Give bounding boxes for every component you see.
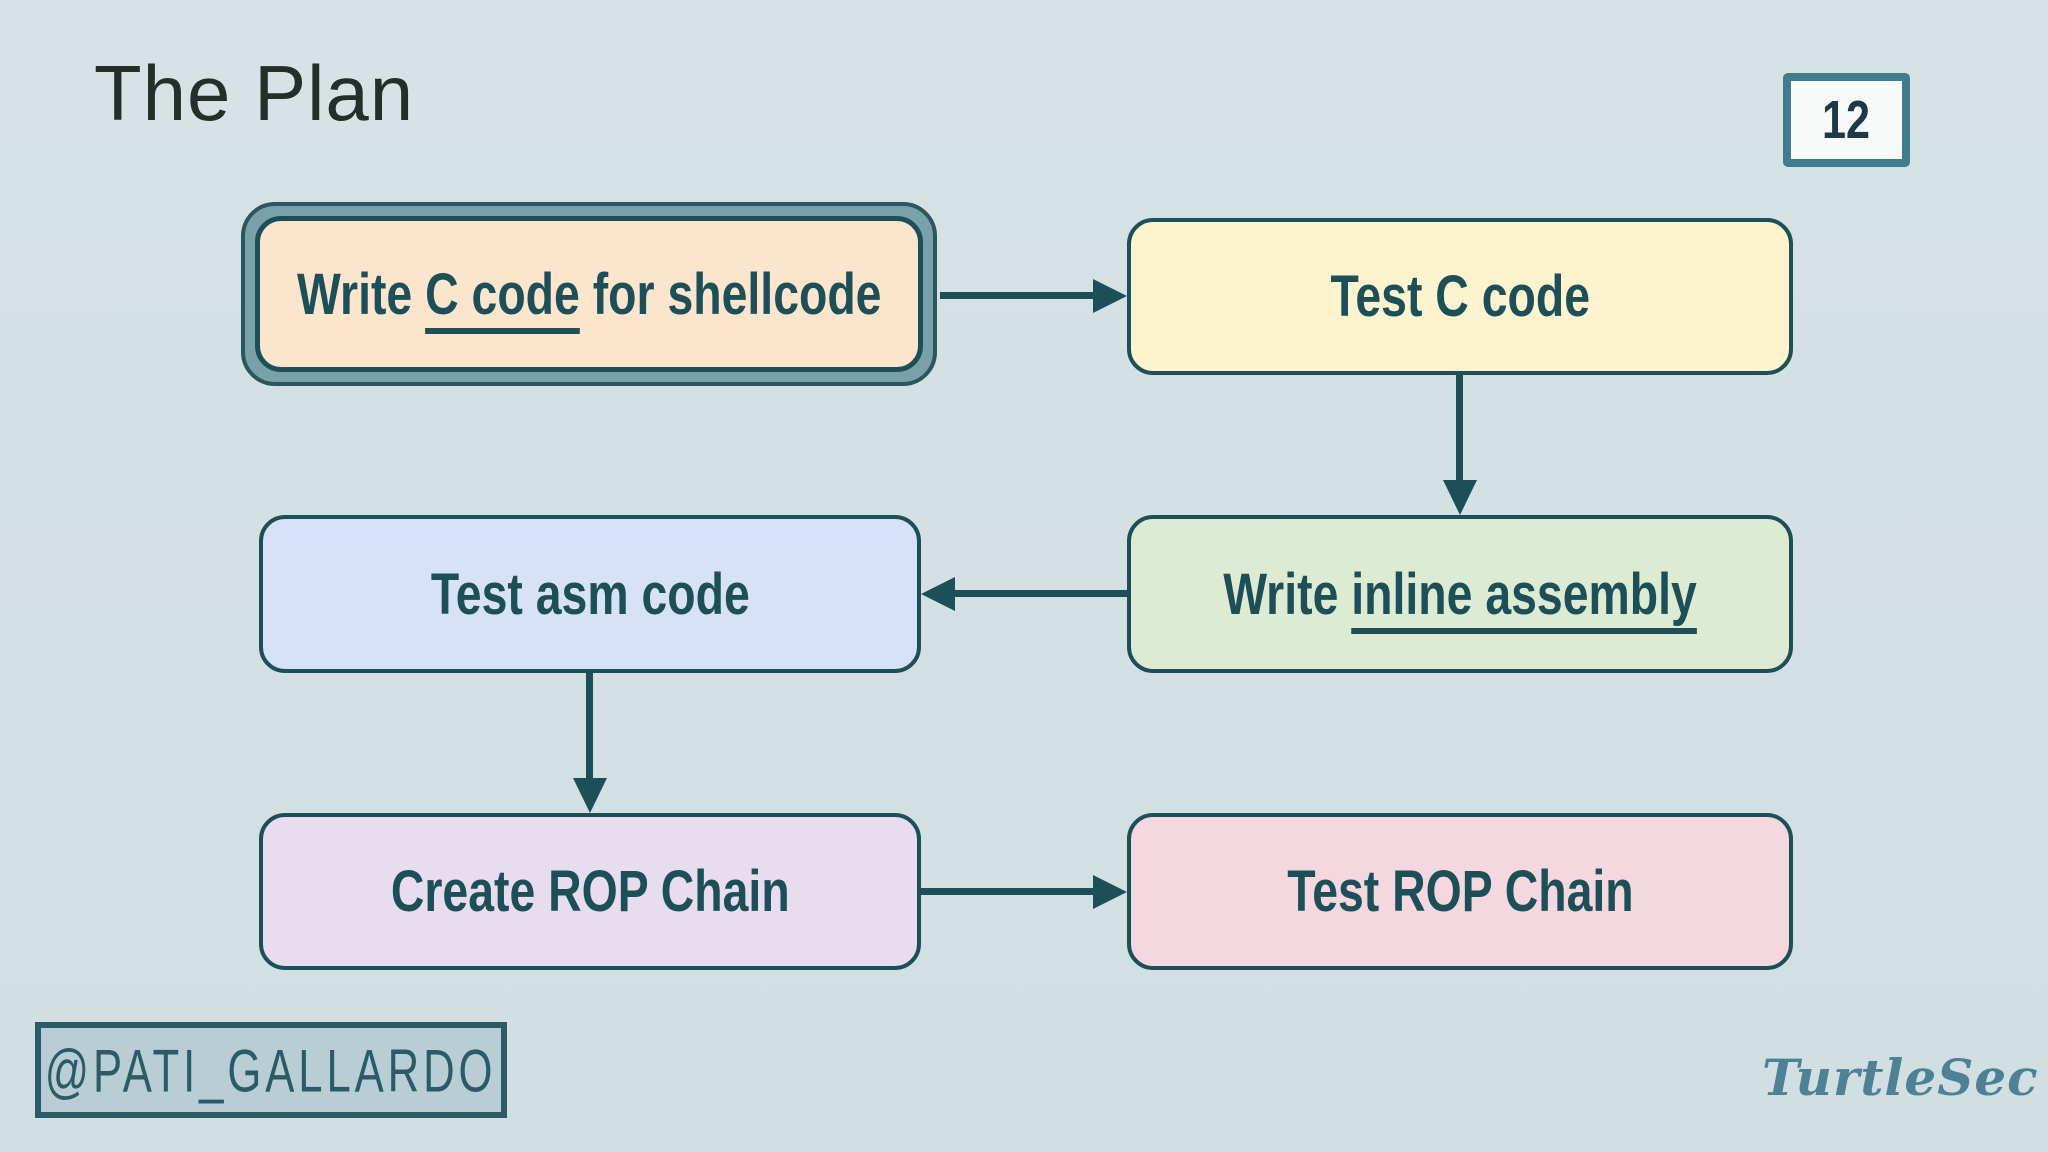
label-prefix: Test C code [1330,264,1590,329]
author-handle: @PATI_GALLARDO [45,1035,497,1105]
flow-node-test-rop-chain: Test ROP Chain [1127,813,1793,970]
label-suffix: for shellcode [579,261,882,327]
turtlesec-logo: TurtleSec [1762,1048,2039,1107]
label-prefix: Write [296,261,425,327]
flow-node-label: Write inline assembly [1223,561,1697,628]
author-handle-badge: @PATI_GALLARDO [35,1022,507,1118]
flow-node-label: Create ROP Chain [391,858,790,925]
flow-node-write-c-code-for-shellcode: Write C code for shellcode [255,216,923,372]
label-prefix: Test ROP Chain [1286,859,1634,924]
arrow-line [586,673,593,778]
flow-node-create-rop-chain: Create ROP Chain [259,813,921,970]
flow-node-test-asm-code: Test asm code [259,515,921,673]
flow-node-label: Write C code for shellcode [297,261,881,328]
highlight-ring: Write C code for shellcode [241,202,937,386]
page-number: 12 [1822,90,1871,150]
label-prefix: Create ROP Chain [390,859,790,924]
arrow-head-right-icon [1093,279,1127,313]
arrow-head-down-icon [573,778,607,813]
flow-node-test-c-code: Test C code [1127,218,1793,375]
flow-node-write-inline-assembly: Write inline assembly [1127,515,1793,673]
arrow-line [921,888,1093,895]
label-underlined: C code [424,261,580,327]
label-prefix: Test asm code [430,561,750,627]
arrow-head-left-icon [921,577,955,611]
arrow-line [955,590,1127,597]
label-prefix: Write [1223,561,1352,627]
arrow-line [940,292,1093,299]
page-number-badge: 12 [1783,73,1910,167]
flow-node-label: Test asm code [431,561,750,628]
flow-node-label: Test C code [1330,263,1590,330]
arrow-head-right-icon [1093,875,1127,909]
flow-node-label: Test ROP Chain [1287,858,1633,925]
page-title: The Plan [94,49,415,137]
arrow-head-down-icon [1443,480,1477,515]
label-underlined: inline assembly [1351,561,1697,627]
arrow-line [1456,375,1463,480]
